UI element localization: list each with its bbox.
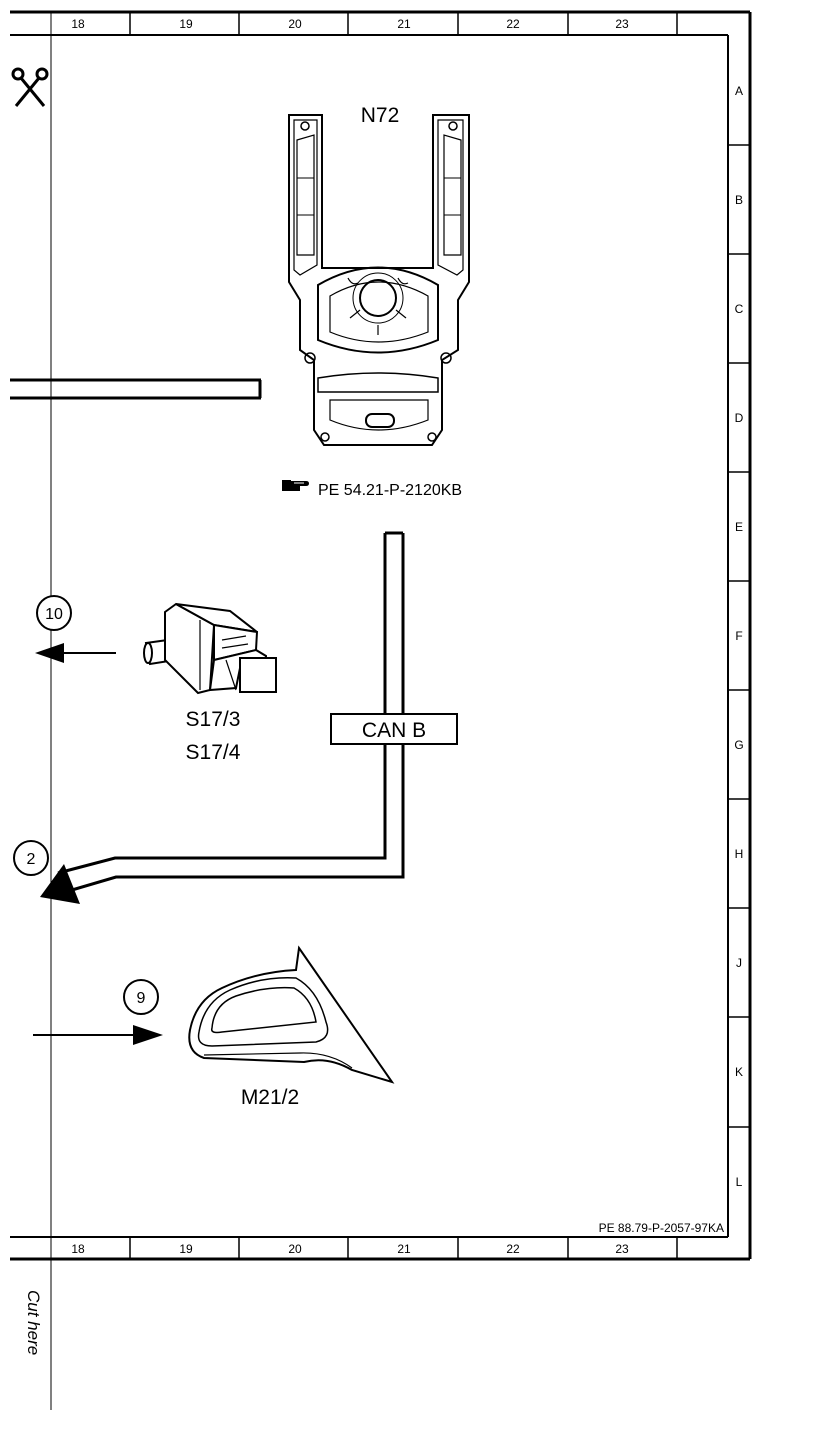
column-label: 20: [288, 1242, 302, 1256]
column-label: 23: [615, 1242, 629, 1256]
switch-label-s17-4: S17/4: [186, 741, 241, 764]
row-label: H: [735, 847, 744, 861]
n72-control-panel: [288, 114, 470, 446]
connector-number: 10: [45, 606, 63, 623]
document-id: PE 88.79-P-2057-97KA: [599, 1221, 724, 1235]
column-label: 19: [179, 17, 193, 31]
cut-here-text: Cut here: [24, 1290, 43, 1355]
right-row-ruler: A B C D E F G H J K L: [734, 84, 743, 1189]
row-label: B: [735, 193, 743, 207]
row-label: C: [735, 302, 744, 316]
can-b-label: CAN B: [362, 719, 426, 742]
mirror-label: M21/2: [241, 1086, 299, 1109]
switch-component: [143, 602, 277, 695]
connector-marker: 2: [13, 840, 49, 876]
column-label: 22: [506, 17, 520, 31]
column-label: 22: [506, 1242, 520, 1256]
connector-number: 9: [137, 990, 146, 1007]
row-label: G: [734, 738, 743, 752]
connector-marker: 10: [36, 595, 72, 631]
row-label: K: [735, 1065, 743, 1079]
hand-pointer-icon: [282, 480, 309, 491]
row-label: A: [735, 84, 743, 98]
n72-label: N72: [361, 104, 400, 127]
column-label: 19: [179, 1242, 193, 1256]
scissors-icon: [11, 67, 49, 107]
mirror-component: [188, 945, 395, 1084]
left-arrow-icon: [35, 643, 116, 663]
column-label: 18: [71, 17, 85, 31]
row-label: F: [735, 629, 742, 643]
row-label: E: [735, 520, 743, 534]
row-label: D: [735, 411, 744, 425]
row-label: L: [736, 1175, 743, 1189]
column-label: 23: [615, 17, 629, 31]
row-label: J: [736, 956, 742, 970]
switch-label-s17-3: S17/3: [186, 708, 241, 731]
right-arrow-icon: [33, 1025, 163, 1045]
column-label: 20: [288, 17, 302, 31]
connector-number: 2: [27, 851, 36, 868]
drawing-frame: [10, 10, 752, 1261]
can-b-bus-line: [57, 531, 405, 892]
arrowhead-icon: [40, 864, 80, 904]
can-b-label-box: CAN B: [330, 713, 458, 745]
n72-reference: PE 54.21-P-2120KB: [318, 482, 462, 499]
wire-stub-left: [10, 378, 262, 400]
column-label: 18: [71, 1242, 85, 1256]
column-label: 21: [397, 17, 411, 31]
column-label: 21: [397, 1242, 411, 1256]
bottom-column-ruler: 18 19 20 21 22 23: [71, 1242, 629, 1256]
connector-marker: 9: [123, 979, 159, 1015]
top-column-ruler: 18 19 20 21 22 23: [71, 17, 629, 31]
